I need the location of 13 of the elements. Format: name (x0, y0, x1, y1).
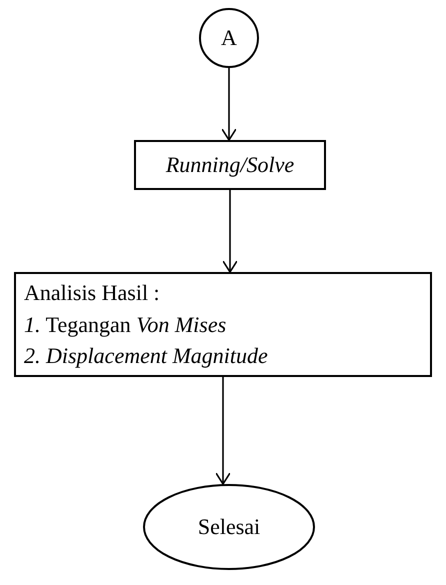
terminator-ellipse (143, 484, 315, 570)
arrow (222, 190, 238, 273)
node-label: Selesai (198, 513, 260, 542)
node-label: A (221, 24, 237, 52)
process-box (134, 140, 326, 190)
arrow (221, 68, 237, 141)
list-item: 1. Tegangan Von Mises (24, 310, 226, 339)
node-label: Running/Solve (166, 151, 294, 180)
process-box (14, 272, 432, 377)
connector-circle (199, 8, 259, 68)
arrow (215, 377, 231, 485)
list-item: 2. Displacement Magnitude (24, 342, 268, 370)
box-heading: Analisis Hasil : (24, 278, 160, 307)
